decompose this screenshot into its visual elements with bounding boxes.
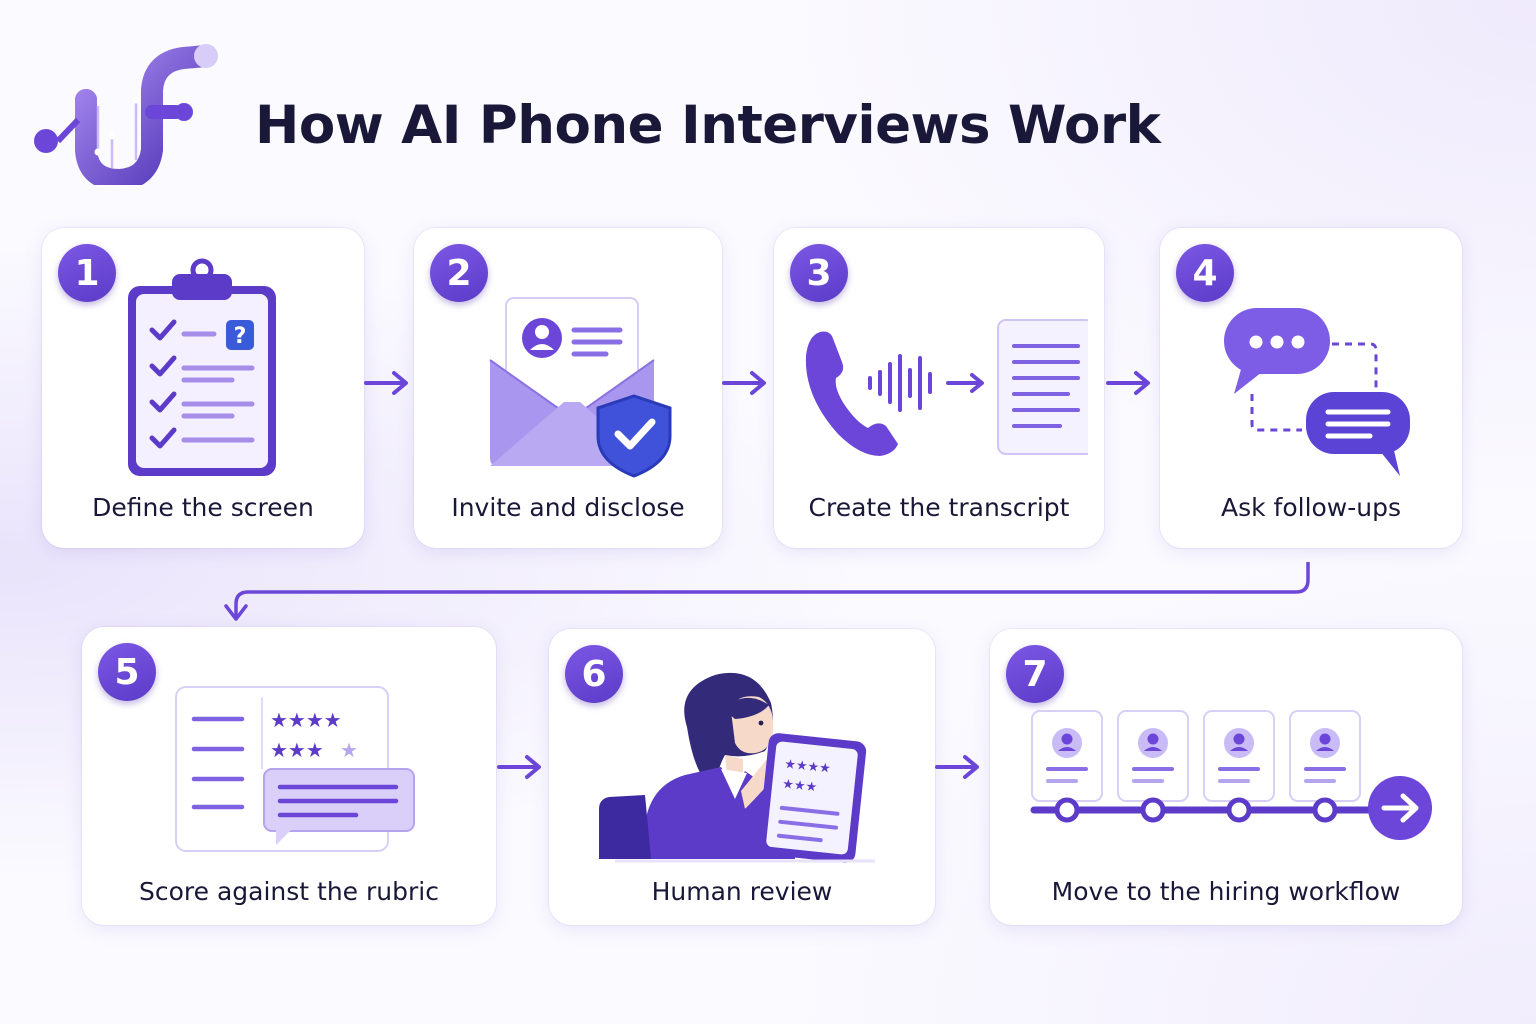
flow-arrow [497, 755, 541, 779]
step-label: Ask follow-ups [1220, 493, 1402, 522]
step-number-badge: 3 [790, 244, 848, 302]
envelope-shield-icon [489, 297, 672, 478]
step-label: Human review [651, 877, 833, 906]
rubric-score-icon: ★★★★ ★★★ ★ [175, 686, 415, 852]
flow-arrow [364, 371, 408, 395]
step-number-badge: 7 [1006, 645, 1064, 703]
step-label: Define the screen [92, 493, 314, 522]
step-label: Score against the rubric [139, 877, 439, 906]
step-number-badge: 1 [58, 244, 116, 302]
step-number-badge: 5 [98, 643, 156, 701]
step-card-5: 5 ★★★★ ★★★ ★ Score against the rubric [82, 627, 496, 925]
step-number-badge: 6 [565, 645, 623, 703]
svg-text:★: ★ [340, 738, 358, 762]
flow-arrow [935, 755, 979, 779]
step-label: Create the transcript [808, 493, 1070, 522]
svg-text:★★★: ★★★ [270, 738, 324, 762]
step-number-badge: 2 [430, 244, 488, 302]
svg-text:?: ? [234, 324, 247, 349]
svg-text:★★★: ★★★ [781, 777, 817, 796]
step-card-2: 2 Invite and disclose [414, 228, 722, 548]
step-label: Move to the hiring workflow [1051, 877, 1401, 906]
clipboard-checklist-icon: ? [128, 258, 276, 476]
step-card-6: 6 ★★★★ ★★★ Human review [549, 629, 935, 925]
hiring-pipeline-icon [1030, 710, 1432, 840]
chat-bubbles-icon [1224, 308, 1410, 476]
page-title: How AI Phone Interviews Work [255, 95, 1161, 156]
step-number-badge: 4 [1176, 244, 1234, 302]
step-card-7: 7 [990, 629, 1462, 925]
flow-arrow [722, 371, 766, 395]
svg-text:★★★★: ★★★★ [270, 708, 342, 732]
flow-arrow [1106, 371, 1150, 395]
step-label: Invite and disclose [451, 493, 685, 522]
step-card-1: 1 ? Define the screen [42, 228, 364, 548]
step-card-4: 4 Ask follow-ups [1160, 228, 1462, 548]
brand-logo [34, 44, 218, 185]
phone-transcript-icon [805, 319, 1088, 456]
svg-text:★★★★: ★★★★ [784, 757, 832, 777]
step-card-3: 3 Create the transcript [774, 228, 1104, 548]
human-reviewer-icon: ★★★★ ★★★ [599, 672, 875, 863]
